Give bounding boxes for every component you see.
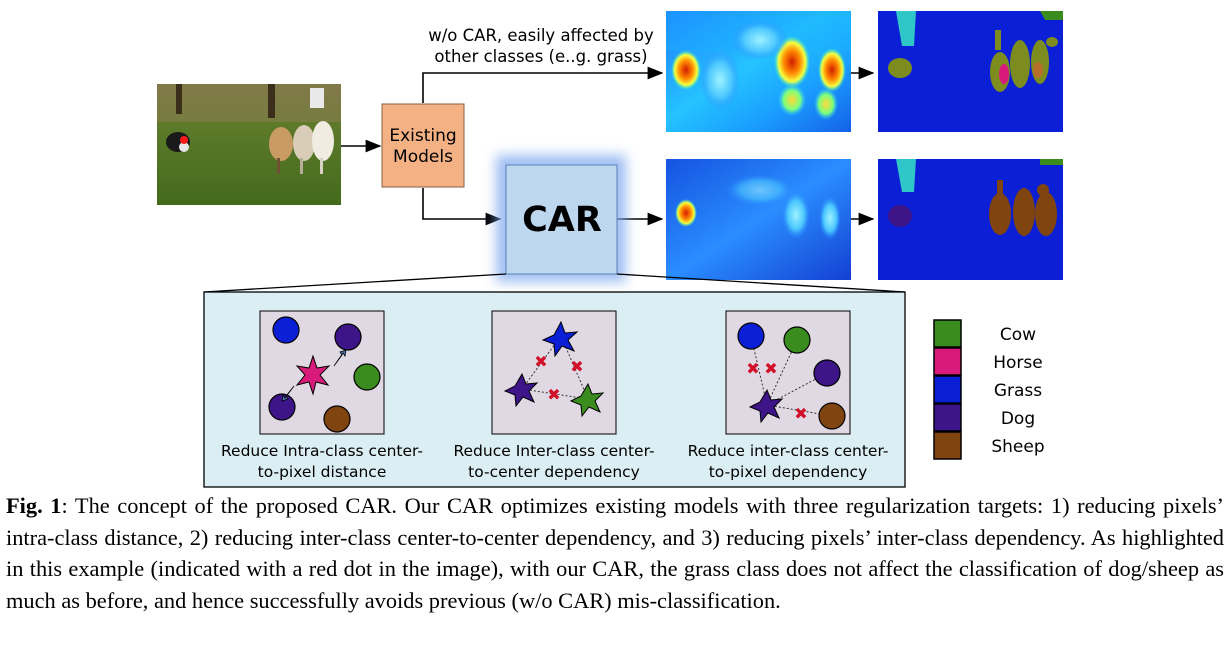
cow-center-star (569, 382, 605, 418)
legend-item-dog: Dog (933, 403, 1035, 432)
wo-car-label: w/o CAR, easily affected by other classe… (428, 26, 654, 66)
class-center-dog (334, 323, 362, 351)
regularization-panel: Reduce Intra-class center- to-pixel dist… (203, 291, 906, 488)
cross-icon: ✖ (547, 385, 560, 404)
concept-figure: w/o CAR, easily affected by other classe… (157, 11, 1063, 488)
existing-models-box: Existing Models (381, 103, 465, 188)
class-center-grass (272, 316, 300, 344)
caption-label: Fig. 1 (6, 493, 62, 518)
panel2-caption-line2: to-center dependency (468, 463, 640, 481)
pixel-cow (783, 326, 811, 354)
panel3-caption-line1: Reduce inter-class center- (688, 442, 889, 460)
cross-icon: ✖ (764, 359, 777, 378)
cross-icon: ✖ (746, 359, 759, 378)
legend-label-cow: Cow (1000, 325, 1036, 345)
red-dot-marker (180, 136, 188, 144)
car-box: CAR (496, 155, 626, 282)
legend-item-sheep: Sheep (933, 431, 1045, 460)
legend-label-horse: Horse (993, 353, 1043, 373)
panel-intra-class: Reduce Intra-class center- to-pixel dist… (221, 310, 423, 481)
pull-arrow-icon (333, 349, 347, 367)
segmentation-without-car (878, 11, 1063, 132)
pixel-grass (737, 322, 765, 350)
caption-text: : The concept of the proposed CAR. Our C… (6, 493, 1224, 613)
dog-center-star (503, 372, 539, 408)
panel1-caption-line1: Reduce Intra-class center- (221, 442, 423, 460)
panel-inter-class-center: ✖ ✖ ✖ Reduce Inter-class center- to-cent… (453, 310, 655, 481)
cross-icon: ✖ (794, 404, 807, 423)
legend-item-horse: Horse (933, 347, 1043, 376)
legend-item-cow: Cow (933, 319, 1036, 348)
existing-models-line2: Models (393, 147, 453, 167)
cross-icon: ✖ (570, 357, 583, 376)
legend-item-grass: Grass (933, 375, 1042, 404)
car-zoom-lines (203, 273, 906, 293)
class-center-dog-pixel (268, 393, 296, 421)
input-photo (157, 84, 341, 205)
cross-icon: ✖ (534, 352, 547, 371)
wo-car-label-line2: other classes (e..g. grass) (434, 47, 647, 66)
panel1-caption-line2: to-pixel distance (258, 463, 387, 481)
segmentation-with-car (878, 159, 1063, 280)
panel3-caption-line2: to-pixel dependency (709, 463, 868, 481)
legend-label-sheep: Sheep (991, 437, 1044, 457)
dog-center-star (748, 388, 784, 424)
car-label: CAR (522, 200, 602, 240)
figure-caption: Fig. 1: The concept of the proposed CAR.… (6, 490, 1224, 616)
class-legend: Cow Horse Grass Dog Sheep (933, 319, 1045, 460)
pixel-sheep (818, 402, 846, 430)
pull-arrow-icon (281, 385, 295, 402)
heatmap-with-car (666, 159, 851, 280)
class-center-cow (353, 363, 381, 391)
panel-inter-class-pixel: ✖ ✖ ✖ Reduce inter-class center- to-pixe… (688, 310, 889, 481)
legend-label-grass: Grass (994, 381, 1042, 401)
grass-center-star (541, 320, 579, 358)
heatmap-without-car (666, 11, 851, 132)
wo-car-label-line1: w/o CAR, easily affected by (428, 26, 654, 45)
legend-label-dog: Dog (1001, 409, 1035, 429)
existing-models-line1: Existing (389, 126, 456, 146)
class-center-sheep (323, 405, 351, 433)
horse-center-star (295, 354, 331, 396)
panel2-caption-line1: Reduce Inter-class center- (453, 442, 654, 460)
pixel-dog (813, 359, 841, 387)
